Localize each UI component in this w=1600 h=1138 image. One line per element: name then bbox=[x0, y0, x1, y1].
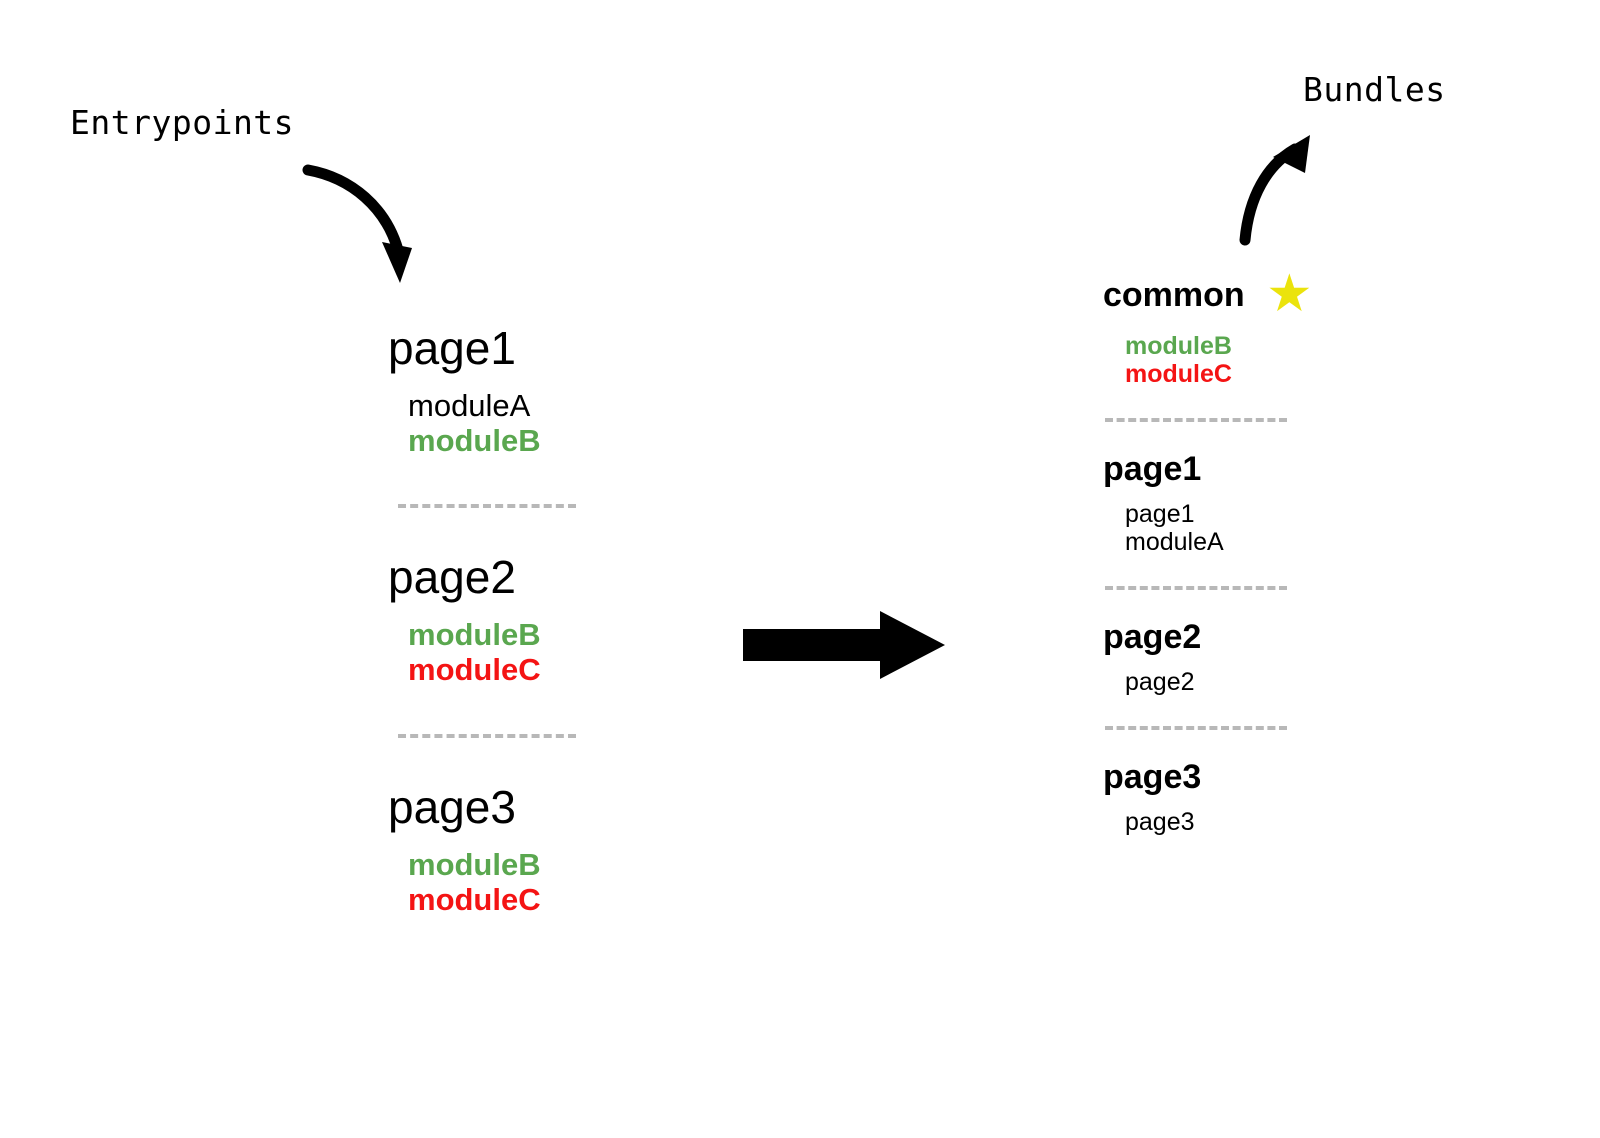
group-title-text: page1 bbox=[1103, 450, 1202, 488]
bundles-label: Bundles bbox=[1303, 70, 1446, 109]
group-title-text: page3 bbox=[1103, 758, 1202, 796]
group-title: page3 bbox=[1103, 760, 1433, 794]
module-item: page2 bbox=[1125, 668, 1195, 696]
module-item: moduleB bbox=[408, 617, 541, 653]
group-title: page2 bbox=[1103, 620, 1433, 654]
module-item: moduleC bbox=[408, 881, 541, 917]
group-divider bbox=[398, 733, 576, 738]
group-title-text: page2 bbox=[1103, 618, 1202, 656]
group-title-text: page3 bbox=[388, 780, 516, 833]
module-item: moduleA bbox=[1125, 528, 1224, 556]
entrypoints-label: Entrypoints bbox=[70, 103, 295, 142]
group-divider bbox=[398, 504, 576, 509]
bundle-group: page2 page2 bbox=[1103, 620, 1433, 696]
module-item: page1 bbox=[1125, 500, 1195, 528]
group-title: page2 bbox=[388, 554, 718, 600]
star-icon: ★ bbox=[1268, 267, 1310, 319]
module-item: moduleB bbox=[1125, 332, 1232, 360]
right-arrow-icon bbox=[743, 611, 945, 679]
module-item: moduleC bbox=[408, 652, 541, 688]
module-item: moduleB bbox=[408, 846, 541, 882]
group-divider bbox=[1105, 418, 1287, 422]
module-item: moduleC bbox=[1125, 360, 1232, 388]
bundle-group: page3 page3 bbox=[1103, 760, 1433, 836]
group-divider bbox=[1105, 726, 1287, 730]
module-item: page3 bbox=[1125, 808, 1195, 836]
module-list: page3 bbox=[1103, 808, 1433, 836]
group-divider bbox=[1105, 586, 1287, 590]
module-list: page2 bbox=[1103, 668, 1433, 696]
curved-arrow-up-right-icon bbox=[1239, 135, 1310, 246]
module-item: moduleB bbox=[408, 422, 541, 458]
group-title: page1 bbox=[1103, 452, 1433, 486]
group-title-text: page1 bbox=[388, 322, 516, 374]
group-title: common ★ bbox=[1103, 267, 1433, 319]
group-title: page3 bbox=[388, 784, 718, 830]
curved-arrow-down-right-icon bbox=[302, 164, 412, 283]
group-title-text: common bbox=[1103, 276, 1245, 314]
group-title-text: page2 bbox=[388, 551, 516, 604]
module-item: moduleA bbox=[408, 388, 531, 423]
group-title: page1 bbox=[388, 325, 718, 371]
